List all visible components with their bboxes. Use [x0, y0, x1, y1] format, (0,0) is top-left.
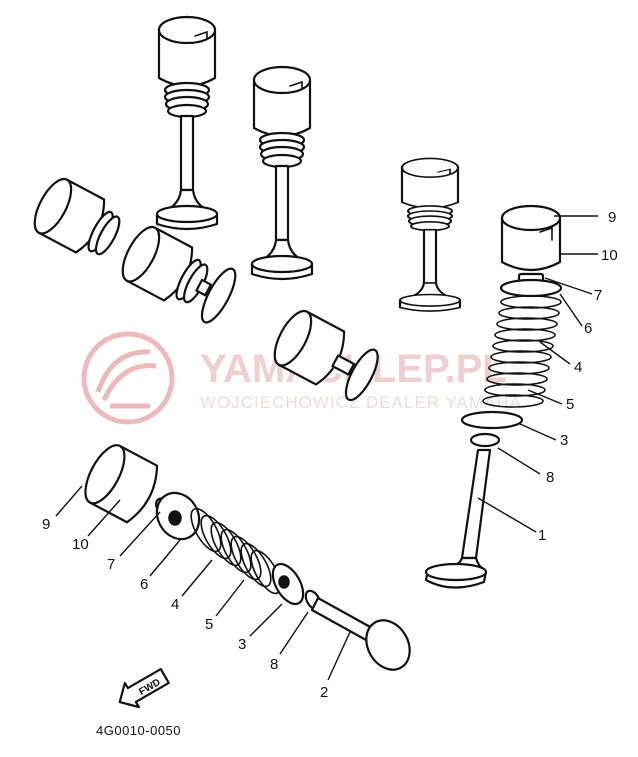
callout-3-left: 3 — [238, 636, 246, 653]
valve-assembly-tilted-near — [121, 225, 237, 324]
callout-9-left: 9 — [42, 516, 50, 533]
valve-assembly-tilted-far — [33, 177, 121, 256]
part-code: 4G0010-0050 — [96, 723, 181, 738]
callout-5-left: 5 — [205, 616, 213, 633]
valve-assembly-tilted-center — [273, 309, 379, 402]
callout-6-left: 6 — [140, 576, 148, 593]
callout-6-right: 6 — [584, 320, 592, 337]
valve-assembly-top-right — [398, 157, 462, 313]
valve-spring-bottom — [190, 507, 282, 595]
callout-10-left: 10 — [72, 536, 89, 553]
callout-4-right: 4 — [574, 359, 582, 376]
exploded-valve-bottom — [84, 444, 411, 671]
valve-spring-right — [482, 295, 562, 408]
callout-8-left: 8 — [270, 656, 278, 673]
callout-3-right: 3 — [560, 432, 568, 449]
callout-4-left: 4 — [171, 596, 179, 613]
leader-lines-right — [477, 215, 598, 533]
watermark-subtitle: WOJCIECHOWICZ DEALER YAMAHA — [200, 393, 522, 412]
fwd-arrow-icon: FWD — [118, 667, 170, 709]
callouts-left: 9 10 7 6 4 5 3 8 2 — [42, 516, 328, 701]
callout-9-right: 9 — [608, 209, 616, 226]
exploded-valve-right — [424, 204, 563, 589]
callout-7-left: 7 — [107, 556, 115, 573]
watermark-logo-icon — [81, 331, 175, 425]
valve-assembly-top-left — [155, 15, 219, 231]
callout-5-right: 5 — [566, 396, 574, 413]
valve-assembly-top-center — [250, 65, 314, 281]
leader-lines-left — [55, 485, 351, 681]
callout-10-right: 10 — [601, 247, 618, 264]
watermark-logo-mark — [95, 349, 157, 409]
callout-7-right: 7 — [594, 287, 602, 304]
callout-8-right: 8 — [546, 469, 554, 486]
callout-2-left: 2 — [320, 684, 328, 701]
callouts-right: 9 10 7 6 4 5 3 8 1 — [538, 209, 618, 544]
callout-1-right: 1 — [538, 527, 546, 544]
